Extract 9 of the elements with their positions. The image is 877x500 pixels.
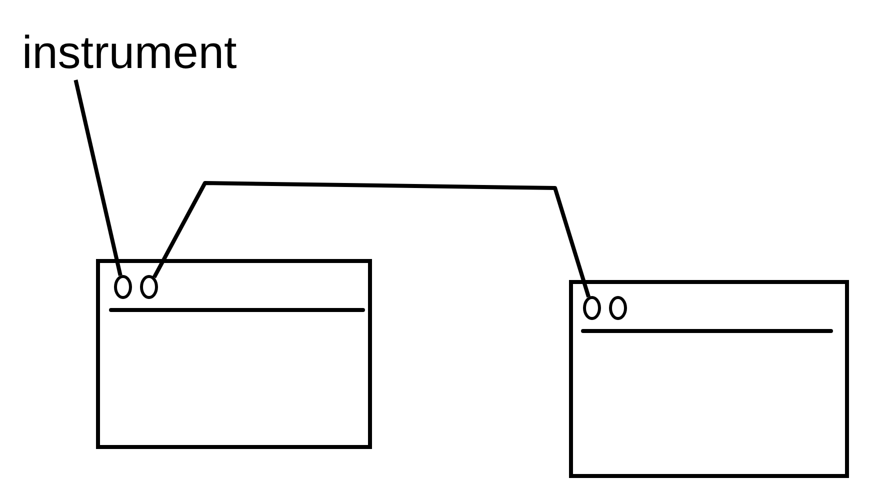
component-box: [569, 280, 849, 478]
ring-icon: [583, 296, 601, 320]
leader-line: [74, 80, 122, 276]
ring-icon: [609, 296, 627, 320]
connector-line: [152, 181, 591, 298]
ring-icon: [140, 275, 158, 299]
callout-label: instrument: [22, 25, 237, 80]
ring-icon: [114, 275, 132, 299]
component-box: [96, 259, 372, 449]
